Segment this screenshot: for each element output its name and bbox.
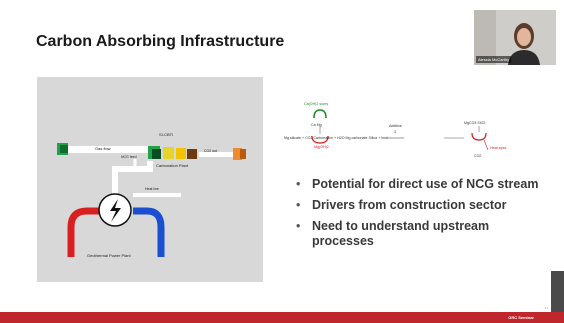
reaction-scheme: Ca(OH)2 slurry Ca Mg Mg(OH)2 Mg silicate… xyxy=(284,98,560,168)
additive-label: Additive xyxy=(389,124,402,128)
green-source-block-shade xyxy=(60,145,68,153)
co2-label: CO2 xyxy=(474,154,482,158)
product-top-label: MgCO3 SiO2 xyxy=(464,121,486,125)
plant-block-brown xyxy=(187,149,197,159)
branch-label: NCG feed xyxy=(121,155,137,159)
main-pipe xyxy=(65,146,157,153)
green-ring xyxy=(313,109,327,119)
hot-label: Heat line xyxy=(145,187,159,191)
plant-caption: Geothermal Power Plant xyxy=(87,253,131,258)
unit-label: SI-CBTI xyxy=(159,132,174,137)
bullet-item: • Need to understand upstream processes xyxy=(294,219,544,249)
unit-caption: Carbonation Plant xyxy=(156,163,189,168)
participant-shoulders xyxy=(508,50,540,65)
red-ring-right xyxy=(471,132,487,141)
red-ring-left xyxy=(311,135,329,144)
reaction-chain: Mg silicate + CO2 Carbonation + H2O Mg c… xyxy=(284,136,389,140)
product-label: CO2 out xyxy=(204,149,218,153)
branch-pipe xyxy=(112,161,153,195)
plant-block-amber xyxy=(176,148,186,159)
participant-face xyxy=(517,28,531,46)
hot-line xyxy=(133,193,181,197)
bullet-glyph: • xyxy=(296,177,301,191)
process-diagram: SI-CBTI Gas flow NCG feed Carbonation Pl… xyxy=(37,77,263,282)
bullet-list: • Potential for direct use of NCG stream… xyxy=(294,177,544,255)
bullet-item: • Potential for direct use of NCG stream xyxy=(294,177,544,192)
red-hot-pipe xyxy=(67,207,99,257)
reaction-scheme-drawing xyxy=(311,109,489,151)
product-block xyxy=(233,148,242,160)
output-pipe xyxy=(199,152,233,157)
pipe-label: Gas flow xyxy=(95,146,111,151)
footer-bar: GRC Seminar xyxy=(0,312,564,323)
lightning-icon xyxy=(110,199,121,222)
bullet-text: Potential for direct use of NCG stream xyxy=(312,177,539,191)
bullet-glyph: • xyxy=(296,198,301,212)
bullet-glyph: • xyxy=(296,219,301,233)
bullet-item: • Drivers from construction sector xyxy=(294,198,544,213)
heat-input-label: Heat input xyxy=(490,146,507,150)
slide-number: 17 xyxy=(544,306,548,310)
process-diagram-drawing xyxy=(57,143,246,257)
side-panel-bar xyxy=(551,271,564,312)
participant-name: Alessia McCarthy xyxy=(476,56,512,63)
additive-number: 3 xyxy=(394,130,396,134)
footer-label: GRC Seminar xyxy=(508,315,534,320)
blue-cold-pipe xyxy=(133,207,165,257)
webcam-tile[interactable]: Alessia McCarthy xyxy=(474,10,556,65)
reagent-red-label: Mg(OH)2 xyxy=(314,145,329,149)
bullet-text: Need to understand upstream processes xyxy=(312,219,490,248)
reagent-mid-label: Ca Mg xyxy=(311,123,322,127)
reagent-top-label: Ca(OH)2 slurry xyxy=(304,102,329,106)
plant-block-yellow xyxy=(163,147,174,159)
plant-block-dark xyxy=(152,149,161,159)
bullet-text: Drivers from construction sector xyxy=(312,198,507,212)
webcam-video xyxy=(474,10,556,65)
slide-title: Carbon Absorbing Infrastructure xyxy=(36,33,285,50)
product-block-shade xyxy=(240,149,246,159)
